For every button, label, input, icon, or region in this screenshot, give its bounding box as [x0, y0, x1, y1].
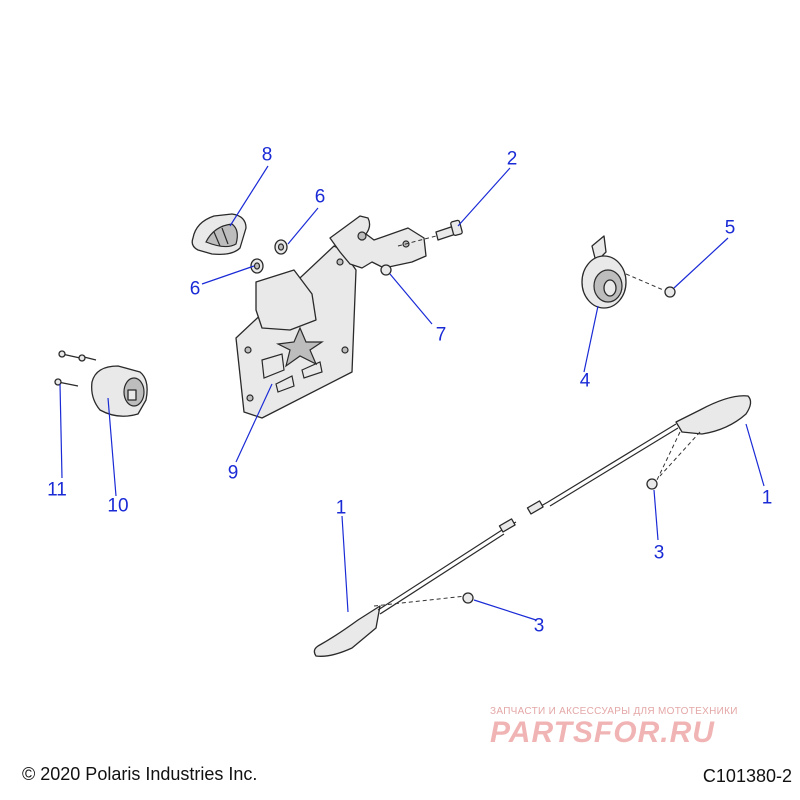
part-7-nut [380, 264, 392, 276]
part-8-lamp-housing [191, 213, 247, 256]
callout-5: 5 [724, 217, 736, 239]
part-3-screw-lower [462, 592, 474, 604]
callout-10: 10 [107, 495, 129, 517]
part-5-screw [664, 286, 676, 298]
part-4-horn [581, 235, 669, 309]
callout-3-left: 3 [533, 615, 545, 637]
part-1-turn-signal-right [526, 395, 752, 515]
copyright-notice: © 2020 Polaris Industries Inc. [22, 764, 258, 784]
part-9-plate-bracket [235, 215, 427, 419]
part-1-turn-signal-left [313, 518, 517, 657]
callout-3-right: 3 [653, 542, 665, 564]
part-3-screw-upper [646, 478, 658, 490]
callout-8: 8 [261, 144, 273, 166]
callout-6-upper: 6 [314, 186, 326, 208]
callout-6-lower: 6 [189, 278, 201, 300]
callout-7: 7 [435, 324, 447, 346]
diagram-code: C101380-2 [702, 766, 792, 786]
part-10-switch [91, 365, 148, 417]
callout-11: 11 [47, 479, 67, 501]
callout-2: 2 [506, 148, 518, 170]
watermark-logo: PARTSFOR.RU [490, 716, 715, 749]
callout-9: 9 [227, 462, 239, 484]
part-6-nut-upper [274, 239, 288, 255]
part-6-nut-lower [250, 258, 264, 274]
leader-lines [59, 165, 765, 621]
callout-4: 4 [579, 370, 591, 392]
part-11-screws [54, 350, 97, 387]
callout-1-right: 1 [761, 487, 773, 509]
callout-1-left: 1 [335, 497, 347, 519]
watermark-tagline: ЗАПЧАСТИ И АКСЕССУАРЫ ДЛЯ МОТОТЕХНИКИ [490, 706, 738, 717]
